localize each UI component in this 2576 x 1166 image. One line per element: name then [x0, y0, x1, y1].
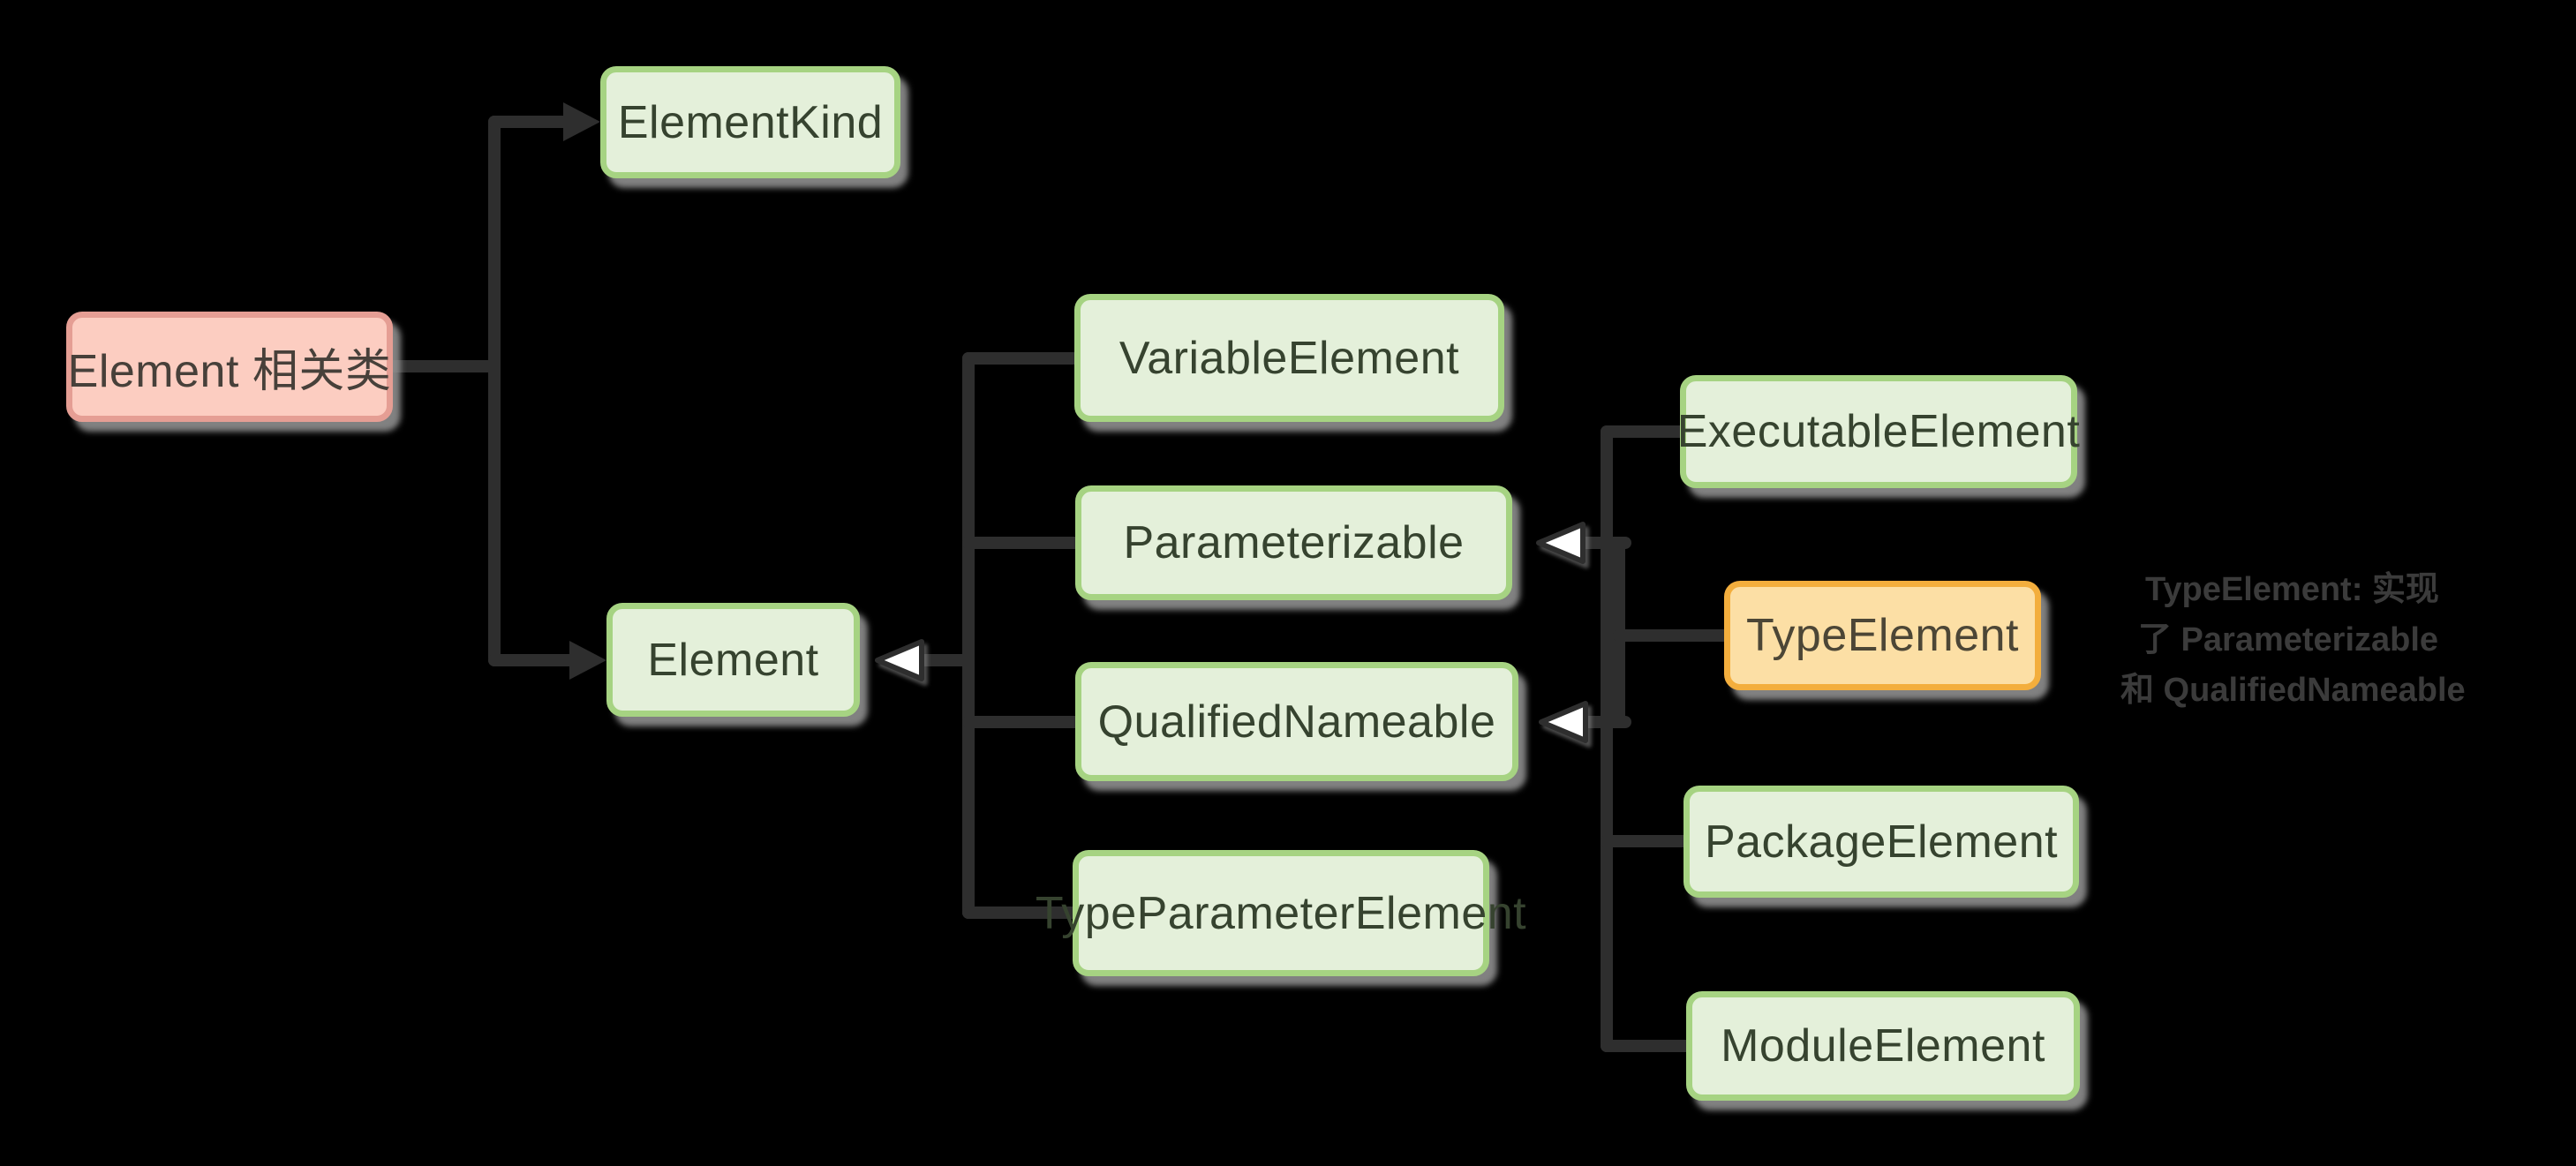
node-qualified-nameable[interactable]: QualifiedNameable	[1075, 662, 1518, 781]
node-parameterizable[interactable]: Parameterizable	[1075, 485, 1512, 600]
node-label: ModuleElement	[1721, 1020, 2045, 1072]
node-label: TypeParameterElement	[1035, 887, 1527, 939]
connector-segment	[488, 116, 576, 128]
connector-segment	[1601, 425, 1686, 438]
annotation-line: TypeElement: 实现	[2145, 571, 2439, 608]
connector-segment	[1613, 629, 1730, 642]
connector-segment	[962, 352, 975, 919]
solid-arrowhead-icon	[569, 641, 606, 680]
inheritance-arrowhead-icon	[1535, 521, 1586, 565]
inheritance-arrowhead-icon	[874, 638, 925, 682]
node-package-element[interactable]: PackageElement	[1683, 786, 2079, 898]
connector-segment	[1601, 835, 1690, 847]
connector-segment	[387, 360, 501, 372]
node-variable-element[interactable]: VariableElement	[1074, 294, 1504, 422]
node-label: PackageElement	[1704, 816, 2059, 868]
node-executable-element[interactable]: ExecutableElement	[1677, 375, 2080, 488]
node-label: Element 相关类	[67, 346, 392, 397]
solid-arrowhead-icon	[563, 102, 600, 141]
node-element-kind[interactable]: ElementKind	[600, 66, 900, 178]
connector-segment	[912, 654, 975, 666]
annotation-note: TypeElement: 实现了 Parameterizable 和 Qualif…	[2120, 565, 2466, 716]
annotation-line: 了 Parameterizable	[2138, 621, 2439, 658]
inheritance-arrowhead-icon	[1538, 700, 1589, 744]
connector-segment	[962, 716, 1081, 728]
node-type-parameter-element[interactable]: TypeParameterElement	[1036, 850, 1526, 976]
connector-segment	[488, 654, 582, 666]
node-label: Element	[647, 634, 819, 686]
annotation-line: 和 QualifiedNameable	[2120, 672, 2466, 709]
node-label: ExecutableElement	[1676, 406, 2081, 457]
node-label: QualifiedNameable	[1097, 696, 1496, 748]
node-type-element[interactable]: TypeElement	[1724, 581, 2041, 690]
connector-segment	[1601, 425, 1613, 1052]
connector-segment	[962, 352, 1081, 365]
node-label: Parameterizable	[1123, 517, 1465, 568]
node-root[interactable]: Element 相关类	[66, 312, 393, 422]
node-module-element[interactable]: ModuleElement	[1686, 991, 2080, 1101]
node-label: VariableElement	[1119, 332, 1460, 384]
connector-segment	[488, 116, 501, 666]
connector-segment	[962, 537, 1081, 549]
node-label: TypeElement	[1746, 610, 2019, 661]
node-label: ElementKind	[617, 96, 884, 148]
connector-segment	[962, 906, 1079, 919]
connector-segment	[1601, 1040, 1692, 1052]
node-element[interactable]: Element	[606, 603, 860, 717]
